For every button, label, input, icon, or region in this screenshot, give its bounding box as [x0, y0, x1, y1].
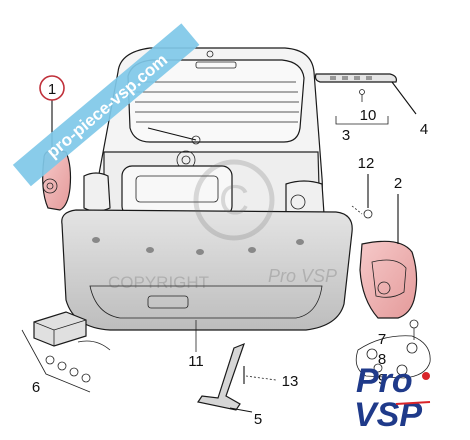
- plate-recess: [121, 165, 233, 217]
- module-kit: [21, 311, 111, 393]
- bracket-3: [335, 116, 389, 125]
- svg-text:C: C: [219, 176, 249, 223]
- right-tail-light: [359, 240, 418, 319]
- callout-3: 3: [342, 127, 350, 144]
- callout-11: 11: [188, 353, 204, 370]
- third-brake-light-part: [314, 73, 397, 102]
- tow-hook-cover: [147, 295, 189, 309]
- callout-5: 5: [254, 411, 262, 428]
- window-defroster-lines: [135, 81, 299, 123]
- callout-1: 1: [48, 81, 56, 98]
- callout-7: 7: [378, 331, 386, 348]
- brand-logo: Pro VSP: [354, 362, 431, 434]
- screw-12: [351, 174, 373, 219]
- logo-line-1: Pro: [356, 362, 413, 400]
- logo-line-2: VSP: [354, 396, 422, 434]
- callout-4: 4: [420, 121, 428, 138]
- pin-13: [243, 366, 277, 384]
- bracket-5: [197, 342, 253, 413]
- callout-1-highlight: [39, 75, 65, 101]
- logo-accent-dot: [422, 372, 430, 380]
- callout-8: 8: [378, 351, 386, 368]
- clips-7-8-9: [355, 319, 431, 379]
- logo-accent-line: [395, 401, 431, 405]
- callout-2: 2: [394, 175, 402, 192]
- copyright-watermark: C COPYRIGHT Pro VSP: [108, 159, 337, 292]
- callout-9: 9: [378, 371, 386, 388]
- third-brake-light: [195, 61, 237, 69]
- leader-line-4: [391, 81, 417, 115]
- plate-area: [135, 175, 219, 203]
- callout-13: 13: [282, 373, 299, 390]
- callout-12: 12: [358, 155, 375, 172]
- parking-sensors: [92, 237, 304, 255]
- copyright-text: COPYRIGHT: [108, 273, 209, 292]
- callout-10: 10: [360, 107, 377, 124]
- callout-6: 6: [32, 379, 40, 396]
- callouts: 1 2 3 4 5 6 7 8 9 10 11 12 13: [32, 75, 428, 428]
- rear-bumper: [61, 209, 353, 331]
- car-rear-body: [83, 47, 325, 233]
- wiper-arm: [147, 127, 197, 141]
- watermark-brand: Pro VSP: [268, 266, 337, 286]
